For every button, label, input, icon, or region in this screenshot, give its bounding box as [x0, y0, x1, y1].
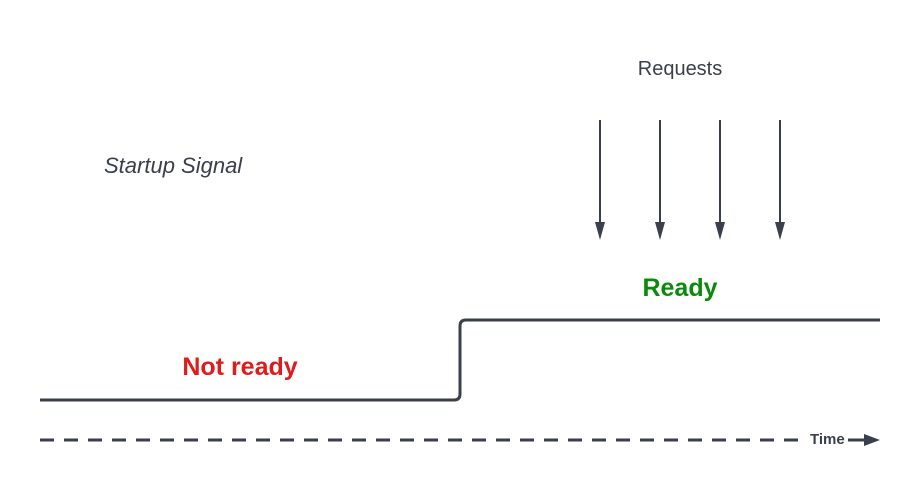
request-arrow-3 — [715, 120, 725, 240]
request-arrows — [595, 120, 785, 240]
request-arrow-1 — [595, 120, 605, 240]
signal-step-line — [40, 318, 880, 402]
time-axis-label: Time — [810, 431, 845, 448]
time-axis-arrowhead-icon — [864, 434, 880, 446]
not-ready-state-label: Not ready — [182, 353, 297, 381]
request-arrow-4 — [775, 120, 785, 240]
requests-label: Requests — [638, 58, 723, 80]
request-arrow-2 — [655, 120, 665, 240]
signal-title: Startup Signal — [104, 153, 243, 178]
ready-state-label: Ready — [642, 274, 717, 302]
